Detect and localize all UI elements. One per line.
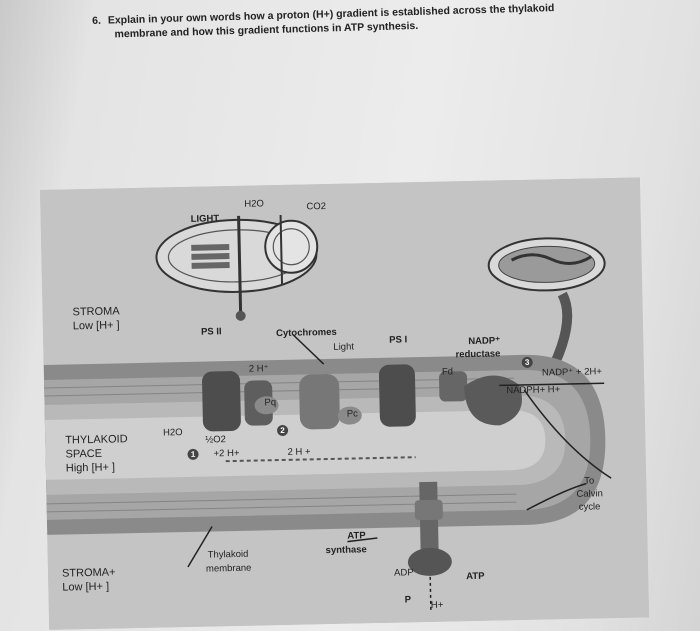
nadp-reductase-label-2: reductase bbox=[455, 348, 501, 361]
nadp-plus-label: NADP⁺ + 2H+ bbox=[541, 366, 602, 379]
thylakoid-space-concentration: High [H+ ] bbox=[65, 461, 116, 475]
lumen-core bbox=[44, 410, 546, 480]
two-h-lower-label: 2 H + bbox=[287, 446, 311, 458]
thylakoid-membrane-label-2: membrane bbox=[205, 562, 252, 575]
to-calvin-label-2: Calvin bbox=[576, 488, 604, 500]
atp-synthase-label-1: ATP bbox=[347, 530, 366, 542]
thylakoid-space-label-2: SPACE bbox=[65, 447, 103, 461]
light-label-mid: Light bbox=[333, 341, 355, 353]
to-calvin-label-3: cycle bbox=[578, 501, 601, 513]
to-calvin-label-1: To bbox=[584, 475, 595, 487]
stroma-top-label: STROMA bbox=[72, 305, 120, 319]
h2o-left-label: H2O bbox=[163, 427, 183, 439]
stroma-top-concentration: Low [H+ ] bbox=[72, 319, 120, 333]
adp-label: ADP bbox=[393, 567, 414, 579]
atp-synthase-label-2: synthase bbox=[325, 544, 367, 557]
proton-path bbox=[225, 456, 416, 463]
thylakoid-space-label-1: THYLAKOID bbox=[65, 433, 128, 447]
two-h-upper-label: 2 H⁺ bbox=[248, 363, 269, 375]
thylakoid-membrane-label-1: Thylakoid bbox=[207, 548, 249, 561]
chloroplast-small-illustration bbox=[487, 237, 606, 387]
h-plus-bottom-label: H+ bbox=[430, 599, 444, 611]
ps2-label: PS II bbox=[200, 326, 222, 338]
stroma-bottom-label: STROMA+ bbox=[61, 566, 116, 580]
plus-2h-label: +2 H+ bbox=[213, 447, 240, 460]
atp-synthase-shape bbox=[407, 481, 452, 576]
co2-label: CO2 bbox=[306, 201, 327, 213]
protein-complexes bbox=[202, 364, 522, 432]
pq-label: Pq bbox=[264, 397, 277, 409]
atp-label: ATP bbox=[466, 570, 485, 583]
nadp-reductase-label-1: NADP⁺ bbox=[468, 335, 501, 348]
diagram-artwork bbox=[40, 177, 650, 630]
question-6: 6. Explain in your own words how a proto… bbox=[92, 0, 653, 42]
question-number: 6. bbox=[92, 14, 102, 27]
pc-label: Pc bbox=[346, 408, 358, 420]
half-o2-label: ½O2 bbox=[205, 434, 226, 446]
chloroplast-illustration bbox=[155, 214, 319, 321]
nadph-label: NADPH+ H+ bbox=[506, 384, 561, 397]
cytochromes-label: Cytochromes bbox=[275, 326, 337, 340]
diagram-arrows bbox=[187, 334, 612, 612]
light-reactions-diagram: LIGHT H2O CO2 STROMA Low [H+ ] PS II Cyt… bbox=[40, 177, 650, 630]
h2o-label-top: H2O bbox=[244, 198, 265, 210]
fd-label: Fd bbox=[441, 366, 454, 378]
stroma-bottom-concentration: Low [H+ ] bbox=[62, 580, 110, 594]
pi-label: P bbox=[404, 594, 412, 606]
light-label-top: LIGHT bbox=[190, 213, 220, 225]
ps1-label: PS I bbox=[389, 334, 408, 346]
